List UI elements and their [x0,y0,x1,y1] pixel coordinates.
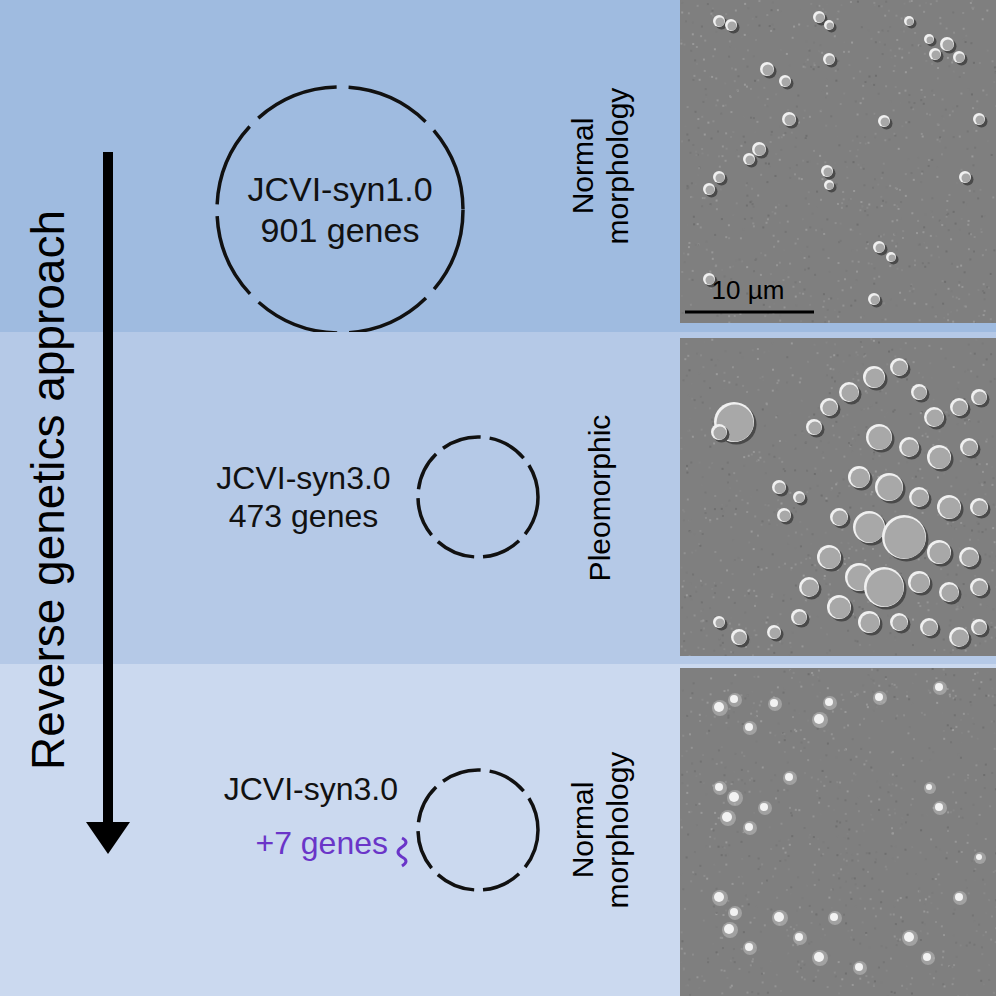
genome-outline [416,435,540,559]
genome-circle-outline [418,770,538,890]
genome-circle: JCVI-syn3.0+7 genes [416,768,540,892]
genome-circle-outline [418,437,538,557]
scale-bar [685,311,814,314]
cells [703,11,988,308]
micrograph-noise [680,338,996,656]
morphology-label: Normal morphology [566,71,635,261]
genome-label: JCVI-syn3.0 [224,770,398,808]
micrograph-noise [680,668,996,996]
added-genes-squiggle [398,838,406,866]
micrograph-ground [680,0,996,323]
micrograph-noise [680,0,996,323]
approach-arrow-shaft [103,152,113,828]
genome-outline [416,768,540,892]
approach-label: Reverse genetics approach [21,210,75,770]
genome-circle: JCVI-syn1.0 901 genes [215,85,465,335]
micrograph-ground [680,668,996,996]
micrograph [680,668,996,996]
scale-bar-label: 10 µm [712,275,785,306]
genome-outline [215,85,465,335]
band-panel: Normal morphologyJCVI-syn1.0 901 genes [0,0,996,332]
approach-arrow-head [86,822,130,854]
added-genes-label: +7 genes [255,824,388,862]
micrograph-ground [680,338,996,656]
morphology-label: Pleomorphic [583,403,618,593]
band-panel: Normal morphologyJCVI-syn3.0+7 genes [0,664,996,996]
genome-label: JCVI-syn1.0 901 genes [233,169,448,251]
genome-label: JCVI-syn3.0 473 genes [201,459,406,536]
micrograph [680,338,996,656]
cells [711,358,991,650]
cells [712,681,986,975]
morphology-label: Normal morphology [566,735,635,925]
genome-circle: JCVI-syn3.0 473 genes [416,435,540,559]
band-panel: Pleomorphic JCVI-syn3.0 473 genes [0,332,996,664]
genome-circle-outline [217,87,463,333]
